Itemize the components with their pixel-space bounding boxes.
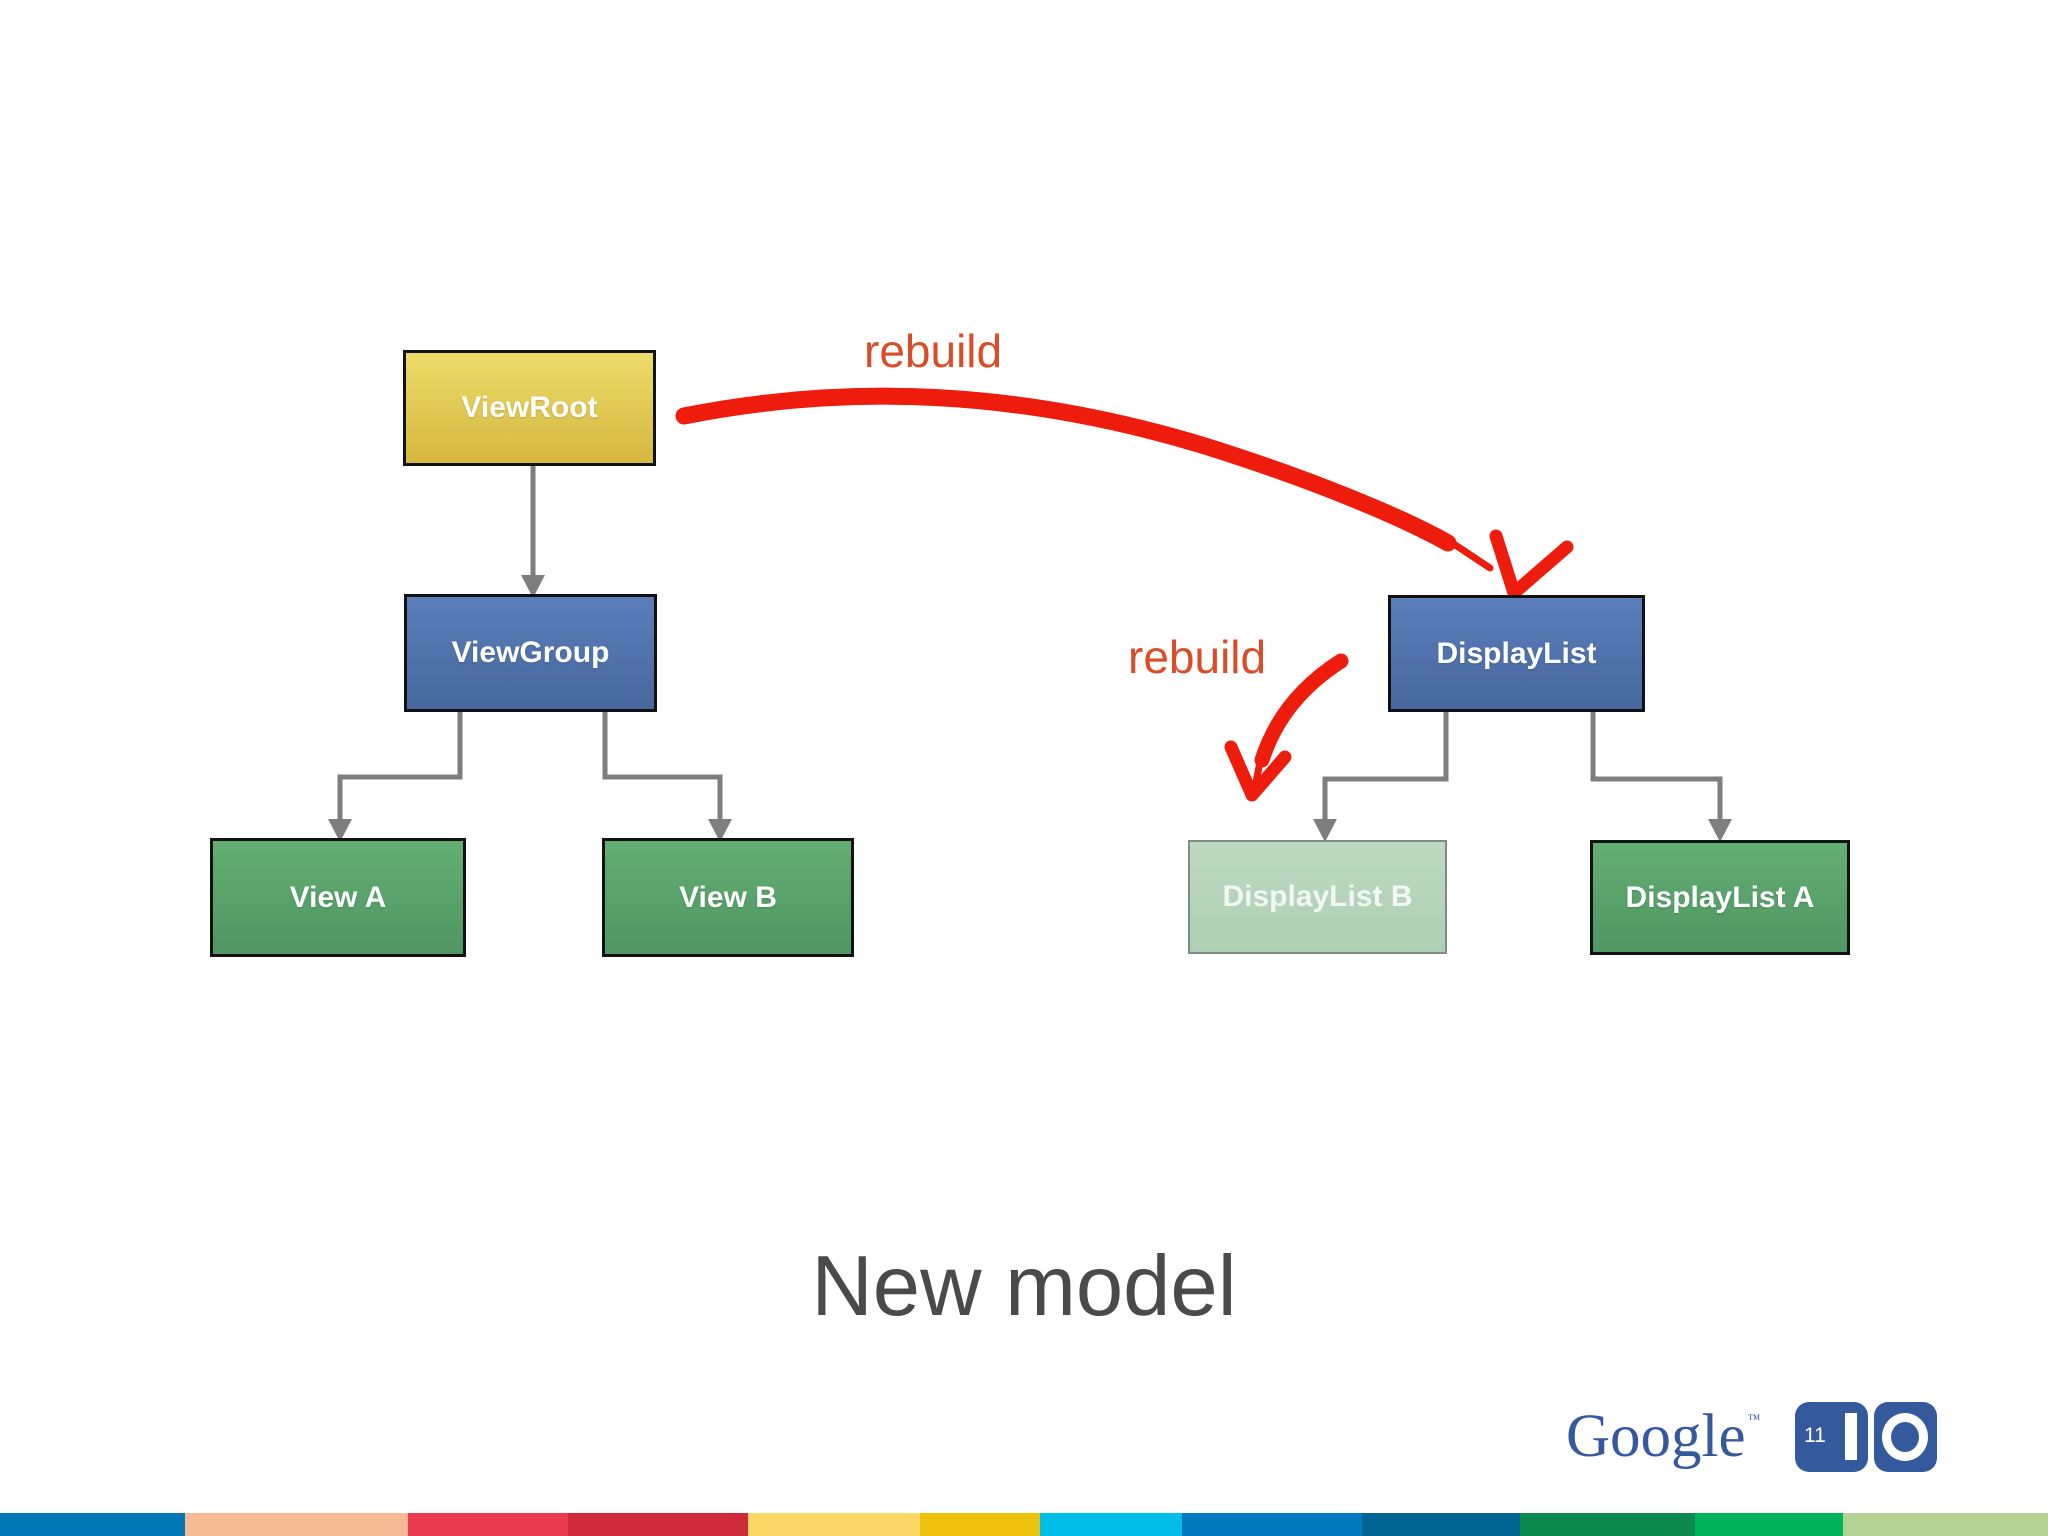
io-i-bar <box>1845 1413 1857 1460</box>
node-view-b: View B <box>602 838 854 957</box>
io-o-ring <box>1882 1413 1928 1461</box>
google-wordmark-text: Google <box>1566 1403 1746 1470</box>
node-viewroot: ViewRoot <box>403 350 656 466</box>
node-view-b-label: View B <box>679 880 777 914</box>
stripe-segment <box>408 1513 568 1536</box>
connector-displaylist-displaylist-b <box>1313 712 1449 842</box>
node-displaylist-label: DisplayList <box>1436 636 1597 670</box>
stripe-segment <box>1040 1513 1182 1536</box>
rebuild-label-top: rebuild <box>864 325 1003 377</box>
connector-displaylist-displaylist-a <box>1590 712 1732 842</box>
stripe-segment <box>1843 1513 2048 1536</box>
node-displaylist-a: DisplayList A <box>1590 840 1850 955</box>
node-displaylist: DisplayList <box>1388 595 1645 712</box>
node-displaylist-b: DisplayList B <box>1188 840 1447 954</box>
connector-viewgroup-view-b <box>602 712 732 842</box>
rebuild-label-side: rebuild <box>1128 631 1267 683</box>
stripe-segment <box>1695 1513 1843 1536</box>
io-badge-o <box>1874 1402 1937 1472</box>
stripe-segment <box>1182 1513 1362 1536</box>
connector-viewgroup-view-a <box>328 712 463 842</box>
node-view-a: View A <box>210 838 466 957</box>
stripe-segment <box>185 1513 408 1536</box>
stripe-segment <box>1362 1513 1520 1536</box>
rebuild-arrow-long <box>675 387 1574 600</box>
io-year-label: 11 <box>1804 1424 1826 1447</box>
node-viewroot-label: ViewRoot <box>461 391 598 424</box>
trademark-symbol: ™ <box>1747 1411 1761 1426</box>
stripe-segment <box>920 1513 1040 1536</box>
stripe-segment <box>568 1513 748 1536</box>
stripe-segment <box>0 1513 185 1536</box>
stripe-segment <box>748 1513 920 1536</box>
io-badge-11: 11 <box>1795 1402 1868 1472</box>
node-displaylist-a-label: DisplayList A <box>1625 880 1815 914</box>
slide-title: New model <box>811 1239 1237 1334</box>
node-viewgroup-label: ViewGroup <box>451 636 610 669</box>
node-displaylist-b-label: DisplayList B <box>1222 880 1413 913</box>
node-view-a-label: View A <box>289 880 387 914</box>
node-viewgroup: ViewGroup <box>404 594 657 712</box>
connector-viewroot-viewgroup <box>521 466 545 598</box>
footer-color-stripe <box>0 1513 2048 1536</box>
stripe-segment <box>1520 1513 1695 1536</box>
